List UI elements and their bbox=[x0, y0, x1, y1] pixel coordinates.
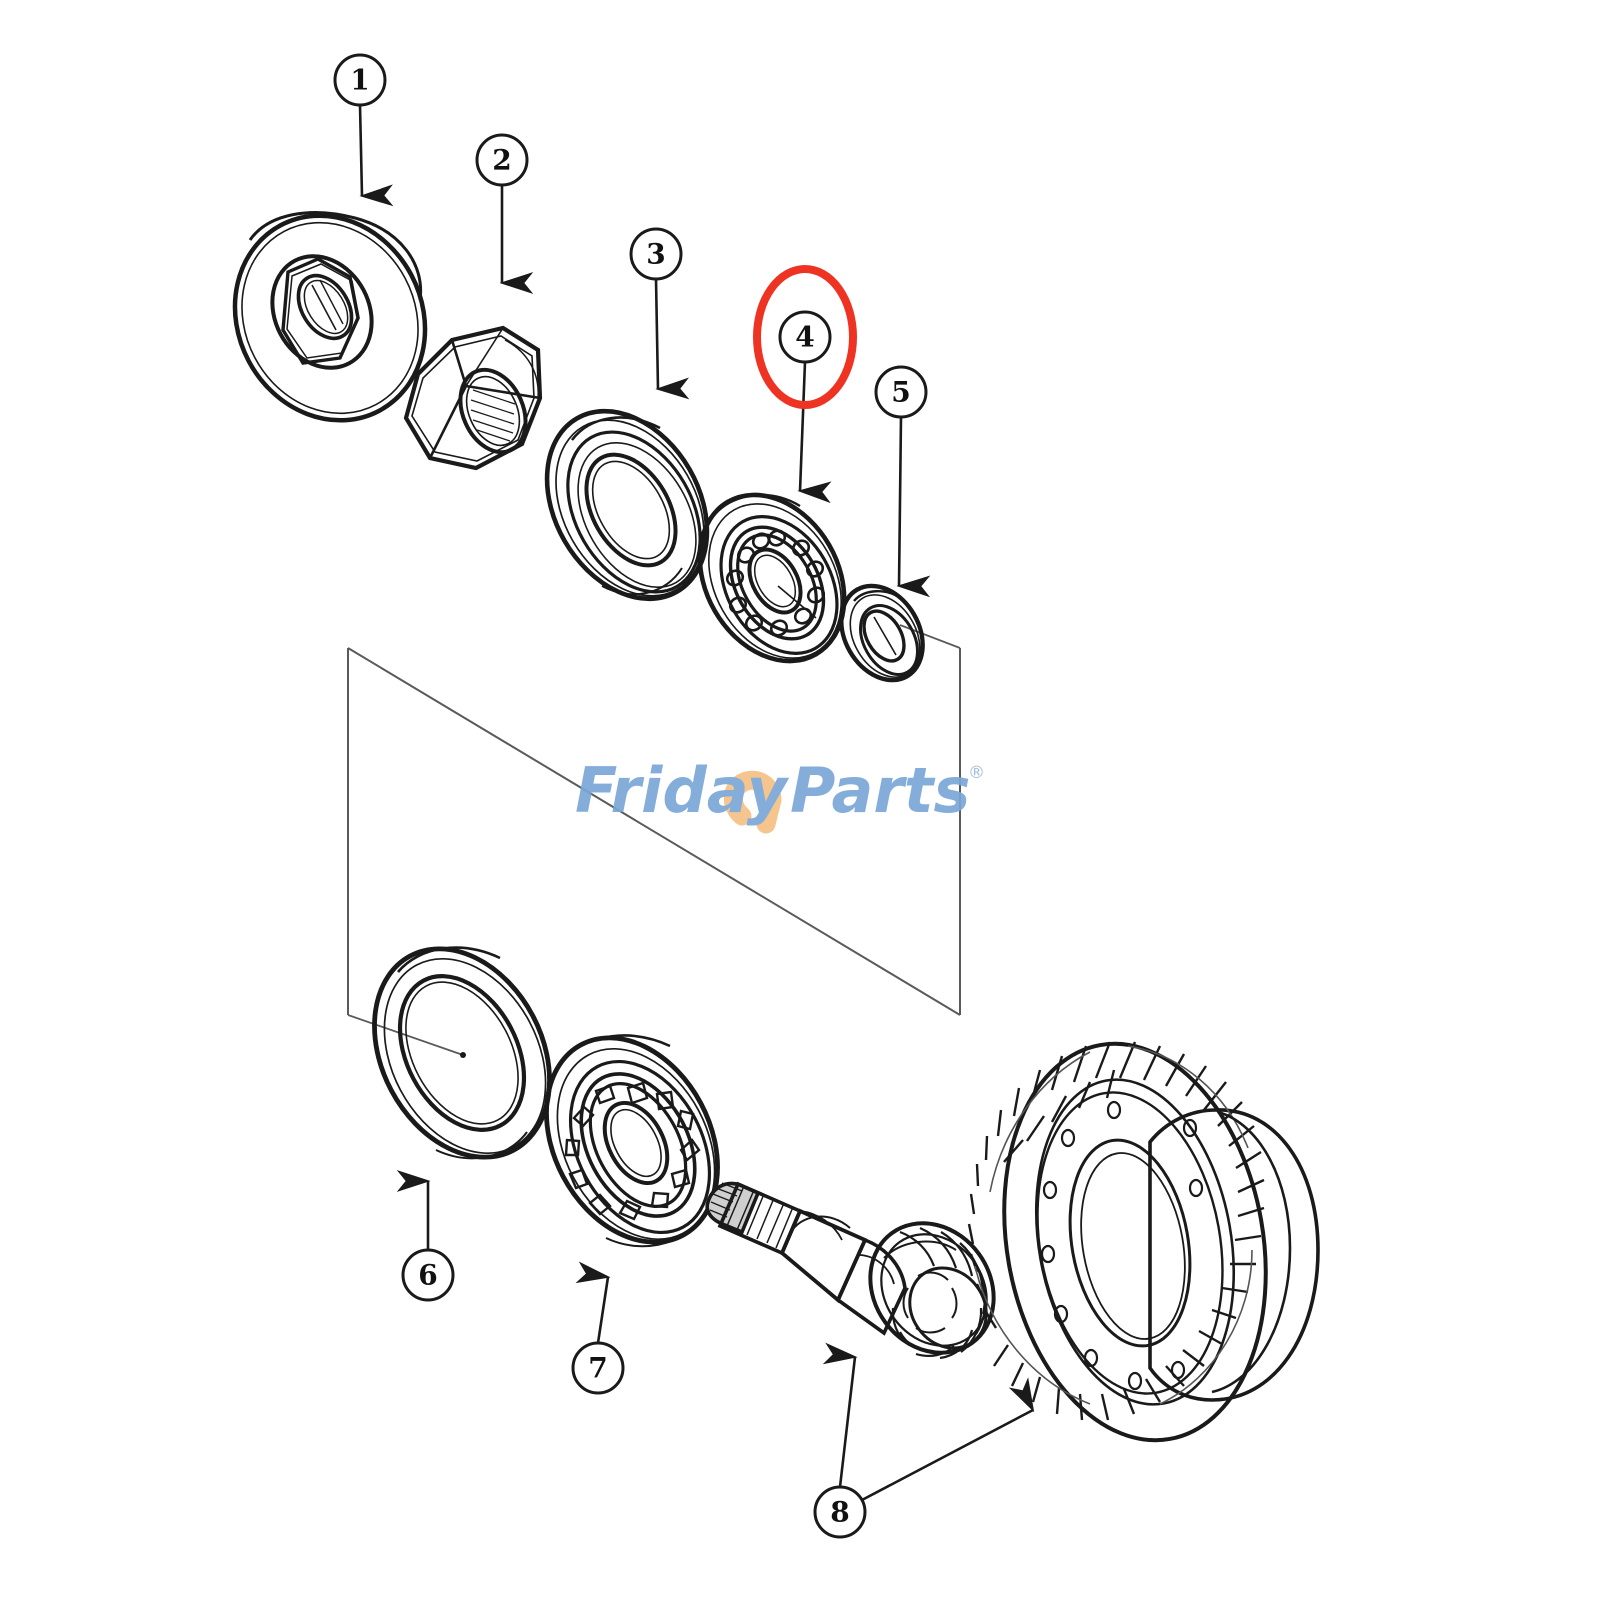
callout-bubbles: 1 2 3 4 5 6 7 bbox=[333, 53, 928, 1539]
callout-3-label: 3 bbox=[646, 238, 665, 271]
watermark-fridayparts: Friday Parts ® bbox=[575, 754, 985, 834]
callout-4-label: 4 bbox=[795, 321, 814, 354]
watermark-registered-icon: ® bbox=[968, 763, 985, 783]
callout-1-label: 1 bbox=[350, 64, 369, 97]
watermark-text-parts: Parts bbox=[790, 754, 970, 827]
leader-7 bbox=[575, 1261, 611, 1344]
part-washer-flange bbox=[232, 211, 428, 423]
bearing-balls bbox=[725, 529, 826, 637]
leader-8a bbox=[822, 1342, 858, 1488]
part-pinion-shaft bbox=[705, 1181, 996, 1360]
callout-4[interactable]: 4 bbox=[778, 310, 832, 364]
flange-bolt-holes bbox=[1040, 1100, 1204, 1391]
callout-6-label: 6 bbox=[418, 1259, 437, 1292]
highlight-ellipse-callout-4 bbox=[753, 265, 857, 409]
part-ball-bearing bbox=[697, 492, 847, 664]
callout-8[interactable]: 8 bbox=[813, 1485, 867, 1539]
callout-5[interactable]: 5 bbox=[874, 365, 928, 419]
callout-2[interactable]: 2 bbox=[475, 133, 529, 187]
callout-3[interactable]: 3 bbox=[629, 227, 683, 281]
part-spacer-ring bbox=[839, 583, 925, 683]
part-ring-gear bbox=[967, 1041, 1320, 1443]
part-tapered-roller-bearing bbox=[544, 1034, 720, 1248]
callout-6[interactable]: 6 bbox=[401, 1248, 455, 1302]
callout-7[interactable]: 7 bbox=[571, 1341, 625, 1395]
callout-2-label: 2 bbox=[492, 144, 511, 177]
callout-5-label: 5 bbox=[891, 376, 910, 409]
leader-4 bbox=[797, 361, 832, 504]
callout-7-label: 7 bbox=[588, 1352, 607, 1385]
phantom-center-dot bbox=[460, 1052, 466, 1058]
leader-8b bbox=[861, 1377, 1035, 1502]
part-shim-ring bbox=[372, 946, 552, 1160]
part-hex-lock-nut bbox=[403, 325, 543, 471]
callout-8-label: 8 bbox=[830, 1496, 849, 1529]
watermark-swoosh bbox=[723, 770, 782, 834]
roller-elements bbox=[564, 1081, 701, 1221]
callout-1[interactable]: 1 bbox=[333, 53, 387, 107]
leader-5 bbox=[896, 416, 931, 598]
phantom-construction-frame bbox=[347, 624, 961, 1056]
part-oil-seal bbox=[544, 408, 710, 602]
pinion-teeth-inner bbox=[902, 1271, 958, 1334]
leader-3 bbox=[654, 278, 690, 400]
leader-1 bbox=[358, 104, 394, 207]
callout-leaders bbox=[358, 104, 1035, 1502]
watermark-text-friday: Friday bbox=[575, 754, 790, 827]
